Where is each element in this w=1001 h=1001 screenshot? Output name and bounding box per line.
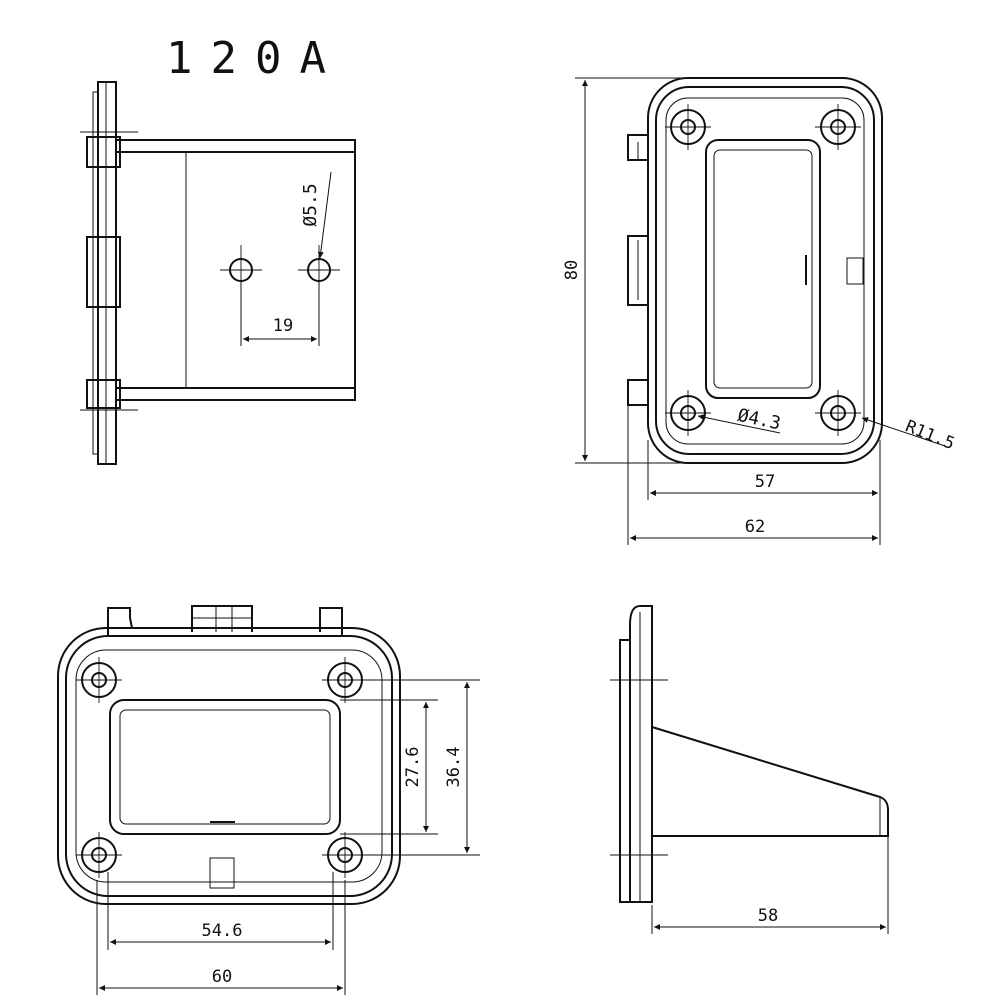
dim-hole-spacing-horizontal: 54.6 [202,921,243,941]
dim-bottom-outer-width: 60 [212,967,232,987]
dim-hole-diameter: Ø5.5 [300,183,321,226]
bl-hole-tr [322,657,368,703]
corner-hole-bl [665,390,711,436]
dim-inner-width: 57 [755,472,775,492]
dim-height: 80 [562,260,582,280]
bl-hole-tl [76,657,122,703]
dim-corner-hole-diameter: Ø4.3 [736,405,783,435]
dim-hole-spacing-vertical: 36.4 [444,747,464,788]
view-bottom-right: 58 [610,605,889,934]
corner-hole-tl [665,104,711,150]
corner-hole-br [815,390,861,436]
dim-outer-width: 62 [745,517,765,537]
dim-hole-spacing: 19 [273,316,293,336]
view-bottom-left: 27.6 36.4 54.6 60 [57,605,480,995]
dim-corner-radius: R11.5 [902,417,957,455]
view-top-right: 80 57 62 Ø4.3 R11.5 [562,77,957,545]
bl-hole-br [322,832,368,878]
dim-window-height: 27.6 [403,747,423,788]
dim-depth: 58 [758,906,778,926]
drawing-title: 120A [166,33,344,84]
bl-hole-bl [76,832,122,878]
corner-hole-tr [815,104,861,150]
view-top-left: 19 Ø5.5 [80,81,356,465]
